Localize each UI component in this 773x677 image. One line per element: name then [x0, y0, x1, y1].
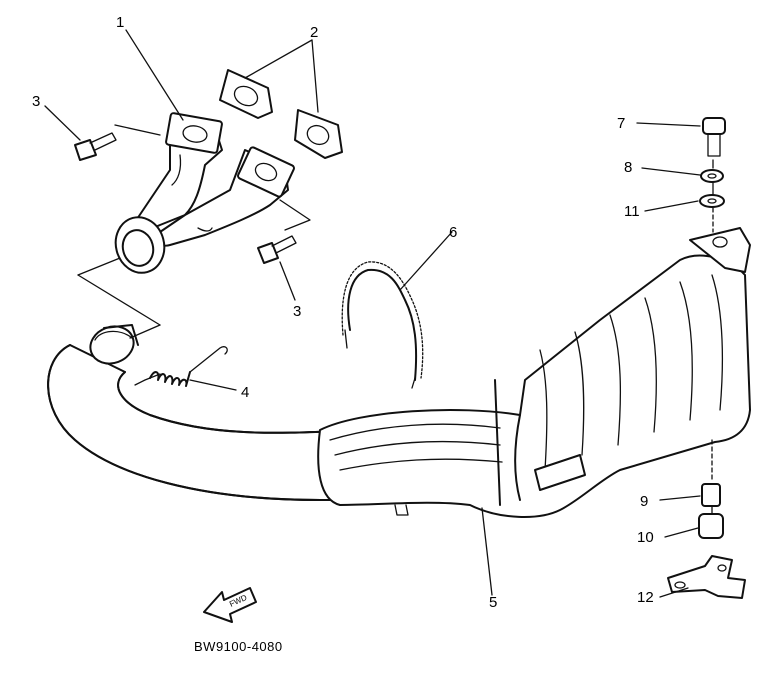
exhaust-manifold: [114, 112, 295, 274]
bolt-7: [702, 117, 726, 157]
forward-arrow-icon: FWD: [203, 587, 257, 623]
flange-bolt-lower: [257, 235, 297, 264]
gasket-pair: [219, 69, 343, 159]
callout-3-lower: 3: [293, 303, 301, 320]
bracket-12: [667, 555, 746, 599]
callout-7: 7: [617, 115, 625, 132]
callout-11: 11: [624, 203, 640, 220]
callout-9: 9: [640, 493, 648, 510]
callout-5: 5: [489, 594, 497, 611]
leader-lines: [44, 29, 701, 598]
drawing-code: BW9100-4080: [194, 639, 283, 654]
callout-2: 2: [310, 24, 318, 41]
callout-4: 4: [241, 384, 249, 401]
damper-10: [698, 513, 724, 539]
exhaust-pipe: [47, 324, 363, 501]
callout-labels: 1 2 3 3 4 5 6 7 8 9 10 11 12: [32, 14, 654, 611]
collar-9: [701, 483, 721, 507]
callout-8: 8: [624, 159, 632, 176]
callout-6: 6: [449, 224, 457, 241]
assembly-guide-lines: [77, 124, 714, 515]
flange-bolt-upper: [74, 132, 117, 161]
callout-12: 12: [637, 589, 654, 606]
washer-11: [699, 194, 725, 208]
callout-1: 1: [116, 14, 124, 31]
silencer-muffler: [317, 227, 751, 518]
washer-8: [700, 169, 724, 183]
spring-cable: [341, 261, 424, 389]
callout-3-upper: 3: [32, 93, 40, 110]
tension-spring: [134, 346, 228, 387]
callout-10: 10: [637, 529, 654, 546]
